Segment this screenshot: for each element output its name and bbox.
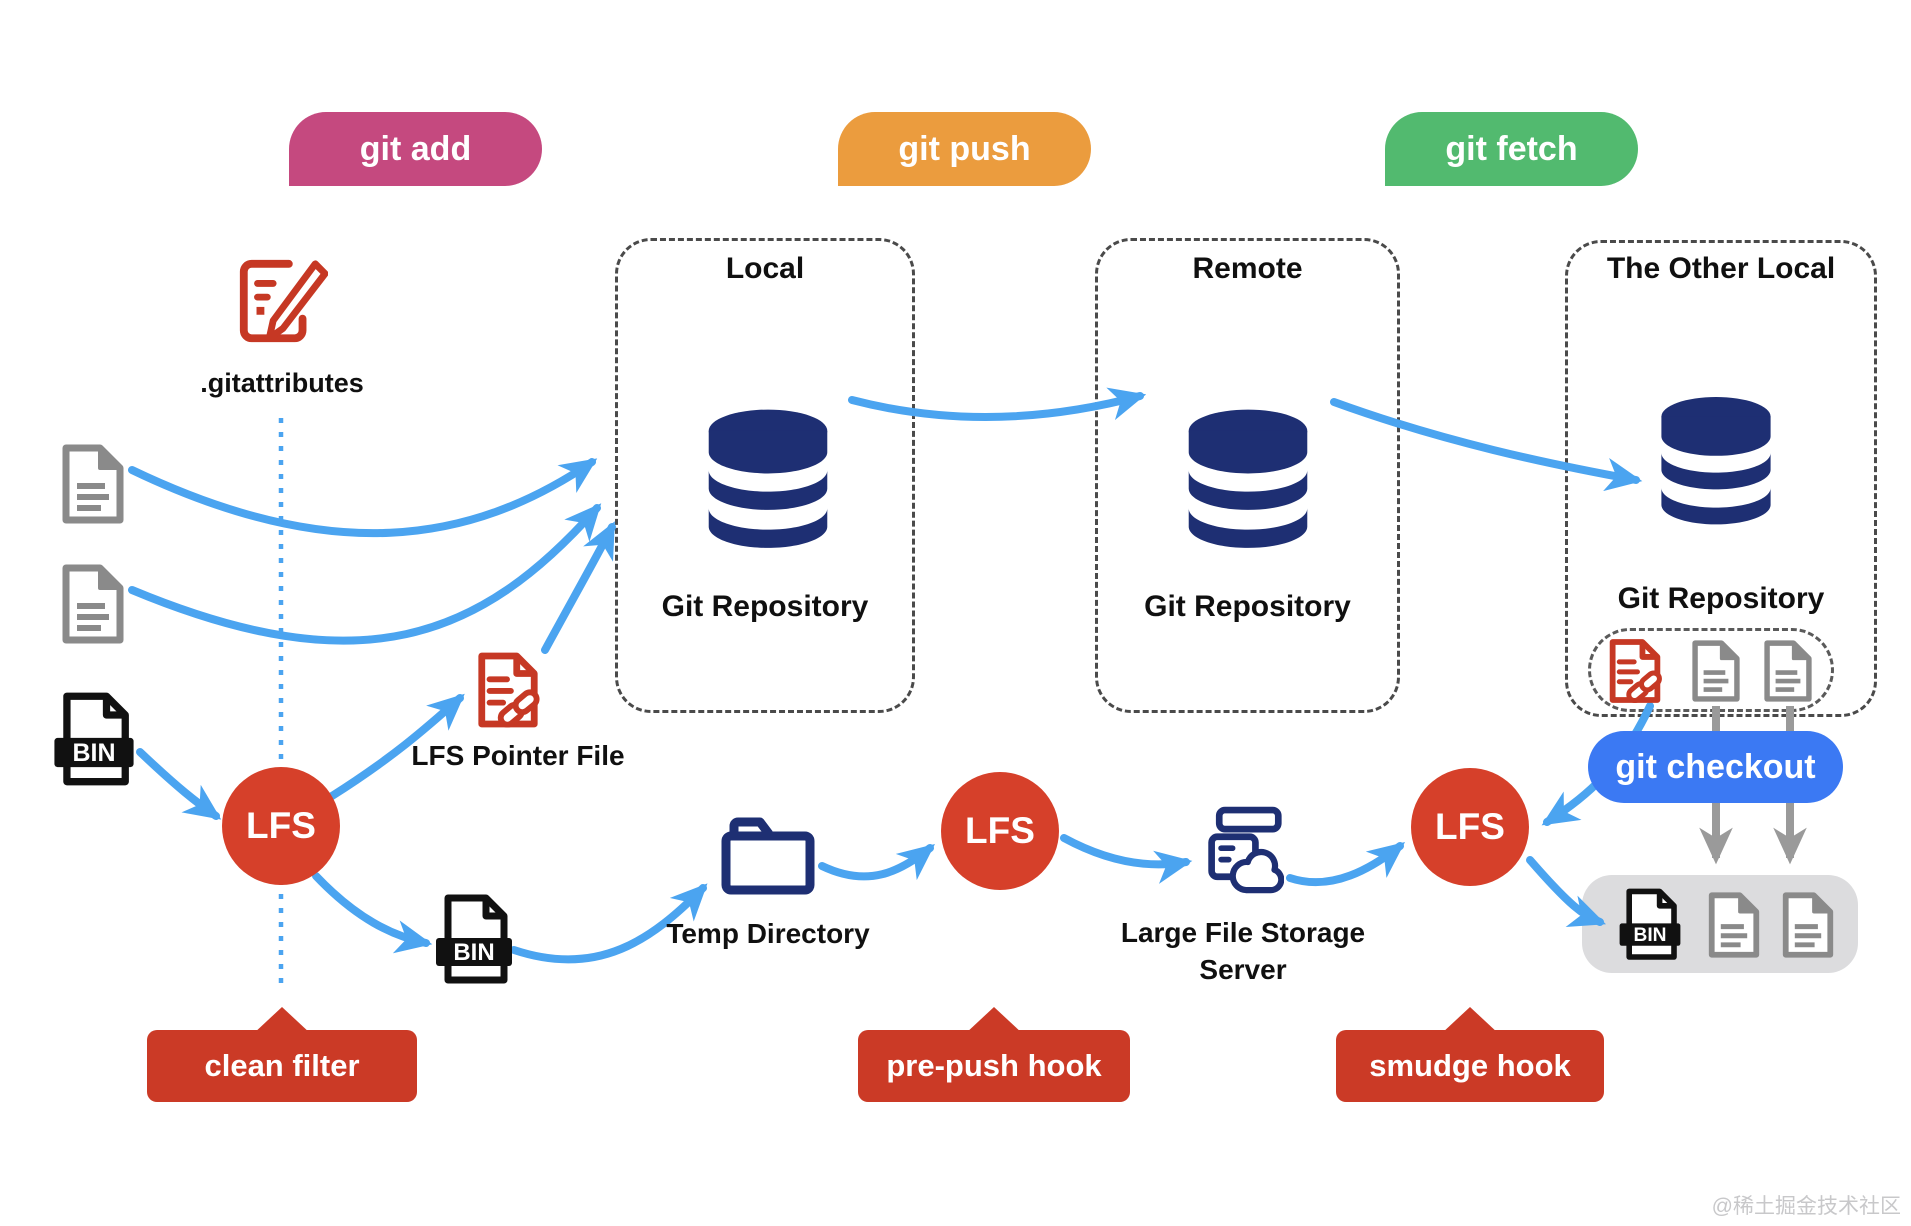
bin-file-text: BIN <box>1633 925 1666 946</box>
text-file-icon <box>1706 892 1762 958</box>
arrow-lfs1-to-bin2 <box>312 872 433 954</box>
lfs-label: LFS <box>965 810 1035 851</box>
text-file-icon <box>1690 640 1742 702</box>
lfs-server-icon <box>1204 804 1284 900</box>
text-file-icon <box>1762 640 1814 702</box>
temp-directory-folder-icon <box>716 806 820 898</box>
lfs-prepush-node: LFS <box>941 772 1059 890</box>
lfs-clean-filter-node: LFS <box>222 767 340 885</box>
arrow-doc2-to-local <box>128 503 602 645</box>
git-push-badge: git push <box>838 112 1091 186</box>
arrow-server-to-lfs3 <box>1286 842 1406 887</box>
git-push-label: git push <box>898 129 1031 168</box>
remote-database-icon <box>1172 405 1324 551</box>
temp-directory-label: Temp Directory <box>666 918 870 949</box>
other-local-box-title: The Other Local <box>1606 252 1836 285</box>
bin-file-text: BIN <box>453 939 494 966</box>
clean-filter-callout: clean filter <box>147 1030 417 1102</box>
pre-push-hook-callout: pre-push hook <box>858 1030 1130 1102</box>
git-checkout-badge: git checkout <box>1588 731 1843 803</box>
bin-file-icon: BIN <box>434 892 514 988</box>
git-fetch-badge: git fetch <box>1385 112 1638 186</box>
arrow-lfs2-to-server <box>1060 834 1193 884</box>
smudge-hook-label: smudge hook <box>1369 1048 1571 1083</box>
arrow-bin-to-lfs1 <box>136 748 222 820</box>
clean-filter-label: clean filter <box>204 1048 360 1083</box>
remote-box-title: Remote <box>1192 252 1303 285</box>
text-file-icon <box>60 444 126 524</box>
lfs-smudge-node: LFS <box>1411 768 1529 886</box>
bin-file-icon: BIN <box>52 690 136 790</box>
lfs-label: LFS <box>246 805 316 846</box>
git-checkout-label: git checkout <box>1615 747 1816 786</box>
text-file-icon <box>1780 892 1836 958</box>
lfs-pointer-file-icon <box>474 652 542 728</box>
lfs-pointer-file-label: LFS Pointer File <box>411 740 625 771</box>
local-repo-label: Git Repository <box>661 590 869 623</box>
arrow-pointer-to-local <box>541 521 616 654</box>
text-file-icon <box>60 564 126 644</box>
local-repo-box <box>615 238 915 713</box>
pre-push-hook-label: pre-push hook <box>886 1048 1102 1083</box>
git-fetch-label: git fetch <box>1445 129 1578 168</box>
smudge-hook-callout: smudge hook <box>1336 1030 1604 1102</box>
remote-repo-label: Git Repository <box>1144 590 1351 623</box>
bin-file-icon: BIN <box>1618 886 1682 964</box>
lfs-label: LFS <box>1435 806 1505 847</box>
lfs-pointer-file-small-icon <box>1606 638 1664 704</box>
git-add-badge: git add <box>289 112 542 186</box>
arrow-doc1-to-local <box>128 458 598 538</box>
local-database-icon <box>692 405 844 551</box>
other-repo-label: Git Repository <box>1617 582 1825 615</box>
lfs-server-label-line1: Large File Storage <box>1120 917 1366 948</box>
other-database-icon <box>1646 392 1786 528</box>
git-add-label: git add <box>359 129 472 168</box>
bin-file-text: BIN <box>72 739 115 767</box>
watermark: @稀土掘金技术社区 <box>1711 1195 1901 1218</box>
arrow-tempdir-to-lfs2 <box>818 844 935 881</box>
local-box-title: Local <box>725 252 805 285</box>
lfs-server-label: Large File Storage Server <box>1093 914 1393 988</box>
gitattributes-icon <box>234 256 328 350</box>
gitattributes-label: .gitattributes <box>200 368 364 398</box>
lfs-server-label-line2: Server <box>1199 954 1287 985</box>
